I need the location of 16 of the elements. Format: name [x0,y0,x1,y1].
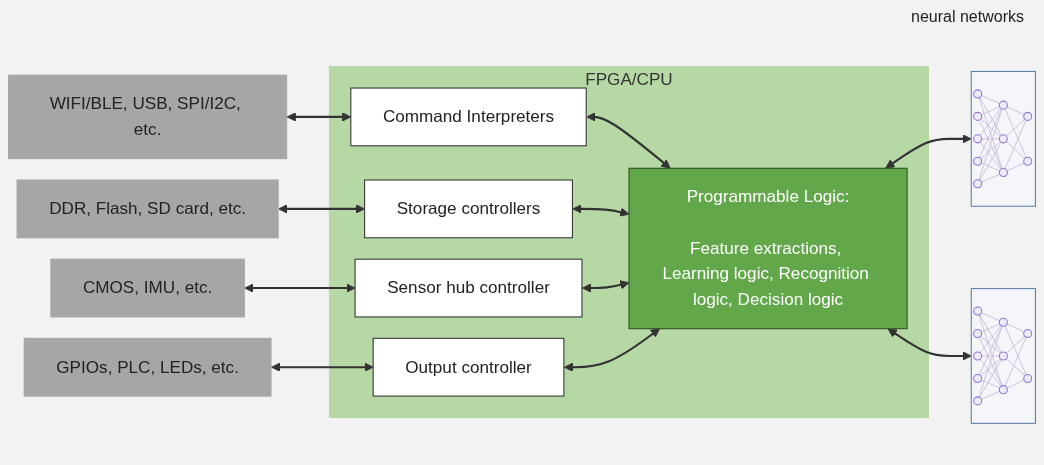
node-box: Storage controllers [364,179,573,239]
arrow [244,283,356,293]
node-box: GPIOs, PLC, LEDs, etc. [23,337,272,397]
arrow [586,112,671,169]
node-box: Command Interpreters [350,87,587,147]
arrow [885,134,972,169]
arrow [271,362,374,372]
network-heading: neural networks [911,8,1024,26]
node-box: WIFI/BLE, USB, SPI/I2C, etc. [8,74,288,160]
node-box: CMOS, IMU, etc. [50,258,245,318]
arrow [563,328,661,372]
arrow [887,328,972,361]
node-box: Output controller [372,337,565,397]
node-box: Programmable Logic: Feature extractions, Learning logic, Recognition logic, Decision logic [628,167,908,330]
node-box: DDR, Flash, SD card, etc. [16,179,279,239]
node-box: Sensor hub controller [354,258,583,318]
